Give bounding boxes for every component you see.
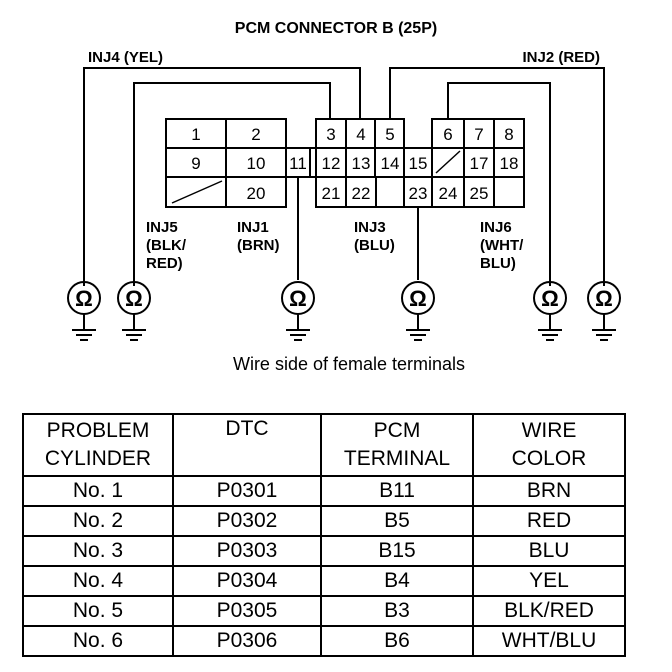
- ground-icon: [122, 314, 146, 341]
- inj4-callout: INJ4 (YEL): [88, 49, 163, 66]
- pin-label: 21: [322, 184, 341, 203]
- column-header-dtc: DTC: [172, 413, 322, 477]
- terminal-cell: B11: [320, 475, 474, 507]
- column-header-wire-color: WIRE COLOR: [472, 413, 626, 477]
- pin-label: 15: [409, 154, 428, 173]
- column-header-pcm-terminal: PCM TERMINAL: [320, 413, 474, 477]
- cylinder-cell: No. 3: [22, 535, 174, 567]
- terminal-cell: B3: [320, 595, 474, 627]
- ground-icon: [286, 314, 310, 341]
- pin-label: 12: [322, 154, 341, 173]
- header-line: COLOR: [511, 447, 587, 470]
- wire-color-cell: BLK/RED: [472, 595, 626, 627]
- pcm-connector-diagram: Ω Ω Ω Ω Ω Ω PCM CONNECTOR B (25P) INJ4 (…: [67, 20, 621, 374]
- header-line: WIRE: [521, 419, 577, 442]
- pin-label: 22: [352, 184, 371, 203]
- pin-label: 7: [474, 125, 483, 144]
- table-row: No. 4 P0304 B4 YEL: [22, 565, 626, 597]
- pin-label: 13: [352, 154, 371, 173]
- dtc-cell: P0306: [172, 625, 322, 657]
- pin-label: 6: [443, 125, 452, 144]
- ohm-icon: Ω: [289, 286, 307, 311]
- wire-color-cell: RED: [472, 505, 626, 537]
- inj3-callout-line2: (BLU): [354, 237, 395, 254]
- pin-label: 1: [191, 125, 200, 144]
- terminal-cell: B6: [320, 625, 474, 657]
- column-header-problem-cylinder: PROBLEM CYLINDER: [22, 413, 174, 477]
- wire-color-cell: WHT/BLU: [472, 625, 626, 657]
- ohm-icon: Ω: [595, 286, 613, 311]
- pin-label: 23: [409, 184, 428, 203]
- cylinder-cell: No. 2: [22, 505, 174, 537]
- cylinder-cell: No. 6: [22, 625, 174, 657]
- ohm-icon: Ω: [75, 286, 93, 311]
- inj5-callout-line1: INJ5: [146, 219, 178, 236]
- inj5-callout-line3: RED): [146, 255, 183, 272]
- dtc-cell: P0305: [172, 595, 322, 627]
- pin-label: 17: [470, 154, 489, 173]
- table-header-row: PROBLEM CYLINDER DTC PCM TERMINAL WIRE C…: [22, 413, 626, 477]
- terminal-cell: B15: [320, 535, 474, 567]
- ground-icon: [72, 314, 96, 341]
- pin-label: 14: [381, 154, 400, 173]
- table-row: No. 1 P0301 B11 BRN: [22, 475, 626, 507]
- inj5-wire: [133, 82, 331, 286]
- inj6-callout-line3: BLU): [480, 255, 516, 272]
- pin-label: 5: [385, 125, 394, 144]
- inj2-wire: [389, 67, 605, 286]
- wire-color-cell: YEL: [472, 565, 626, 597]
- cylinder-cell: No. 1: [22, 475, 174, 507]
- diagram-title: PCM CONNECTOR B (25P): [235, 20, 437, 37]
- pin-label: 11: [289, 154, 307, 173]
- inj3-callout-line1: INJ3: [354, 219, 386, 236]
- dtc-cell: P0303: [172, 535, 322, 567]
- table-row: No. 2 P0302 B5 RED: [22, 505, 626, 537]
- dtc-cell: P0301: [172, 475, 322, 507]
- inj4-wire: [83, 67, 361, 286]
- header-line: DTC: [225, 417, 269, 440]
- cylinder-cell: No. 5: [22, 595, 174, 627]
- ground-icon: [538, 314, 562, 341]
- pin-label: 18: [500, 154, 519, 173]
- inj5-callout-line2: (BLK/: [146, 237, 187, 254]
- ohm-icon: Ω: [541, 286, 559, 311]
- header-line: CYLINDER: [44, 447, 152, 470]
- inj1-callout-line2: (BRN): [237, 237, 280, 254]
- dtc-cell: P0304: [172, 565, 322, 597]
- wire-color-cell: BLU: [472, 535, 626, 567]
- cylinder-cell: No. 4: [22, 565, 174, 597]
- pin-label: 8: [504, 125, 513, 144]
- table-row: No. 6 P0306 B6 WHT/BLU: [22, 625, 626, 657]
- pin-label: 10: [247, 154, 266, 173]
- pin-label: 9: [191, 154, 200, 173]
- pin-label: 20: [247, 184, 266, 203]
- inj6-callout-line1: INJ6: [480, 219, 512, 236]
- terminal-cell: B5: [320, 505, 474, 537]
- ground-icon: [406, 314, 430, 341]
- ohm-icon: Ω: [409, 286, 427, 311]
- header-line: TERMINAL: [343, 447, 451, 470]
- header-line: PROBLEM: [46, 419, 150, 442]
- dtc-table: PROBLEM CYLINDER DTC PCM TERMINAL WIRE C…: [22, 413, 626, 657]
- inj6-callout-line2: (WHT/: [480, 237, 524, 254]
- pin-label: 24: [439, 184, 458, 203]
- table-row: No. 3 P0303 B15 BLU: [22, 535, 626, 567]
- header-line: PCM: [373, 419, 421, 442]
- diagram-caption: Wire side of female terminals: [233, 354, 465, 374]
- pin-label: 3: [326, 125, 335, 144]
- ground-icon: [592, 314, 616, 341]
- terminal-cell: B4: [320, 565, 474, 597]
- inj1-callout-line1: INJ1: [237, 219, 269, 236]
- pin-label: 2: [251, 125, 260, 144]
- table-row: No. 5 P0305 B3 BLK/RED: [22, 595, 626, 627]
- inj6-wire: [447, 82, 551, 286]
- dtc-cell: P0302: [172, 505, 322, 537]
- inj2-callout: INJ2 (RED): [522, 49, 600, 66]
- wire-color-cell: BRN: [472, 475, 626, 507]
- pin-label: 25: [470, 184, 489, 203]
- ohm-icon: Ω: [125, 286, 143, 311]
- pin-label: 4: [356, 125, 365, 144]
